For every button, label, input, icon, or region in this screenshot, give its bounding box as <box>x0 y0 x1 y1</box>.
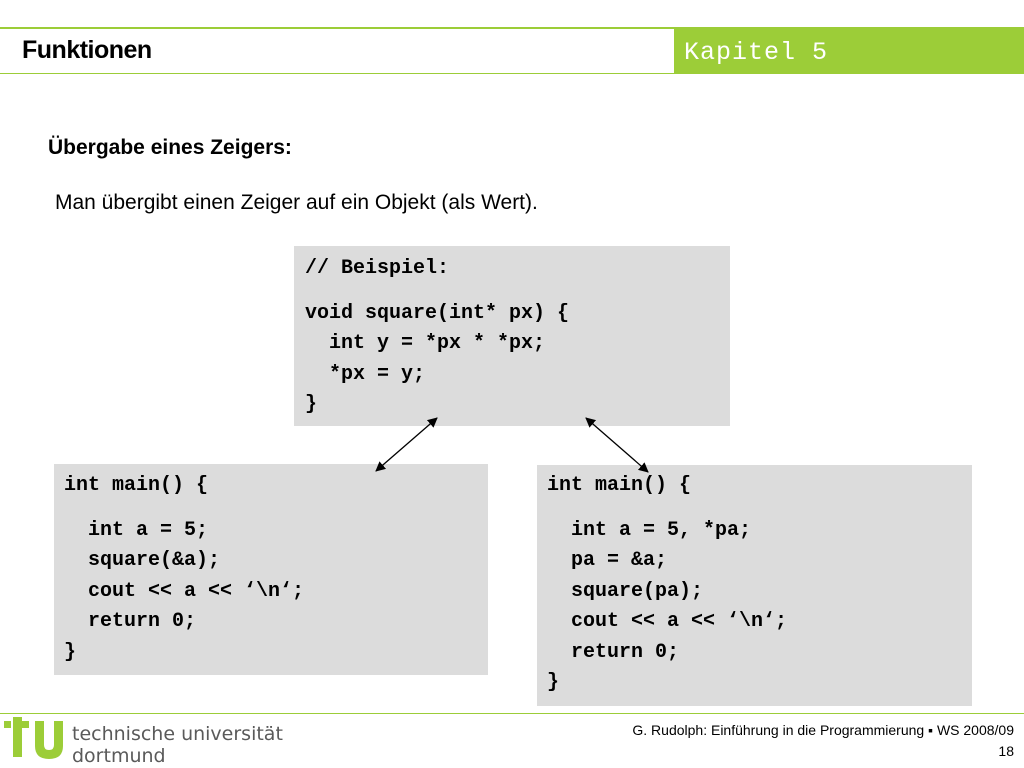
intro-text: Man übergibt einen Zeiger auf ein Objekt… <box>55 191 538 214</box>
code-line: int a = 5; <box>64 518 209 542</box>
code-line: } <box>547 671 560 694</box>
code-line: pa = &a; <box>547 549 668 572</box>
code-line: // Beispiel: <box>305 257 450 280</box>
section-heading: Übergabe eines Zeigers: <box>48 136 292 159</box>
arrow-left-icon <box>375 417 438 472</box>
logo-text-line2: dortmund <box>72 745 166 767</box>
tu-logo-icon <box>4 717 63 759</box>
code-line: } <box>305 393 318 416</box>
code-line: square(pa); <box>547 579 704 603</box>
code-line: int main() { <box>547 474 692 497</box>
code-line: int a = 5, *pa; <box>547 518 752 542</box>
arrow-right-icon <box>585 417 649 473</box>
code-line: *px = y; <box>305 362 426 386</box>
footer-credit: G. Rudolph: Einführung in die Programmie… <box>632 722 1014 738</box>
chapter-badge: Kapitel 5 <box>674 28 1024 74</box>
code-box-function: // Beispiel: void square(int* px) { int y… <box>294 246 730 426</box>
code-line: cout << a << ‘\n‘; <box>547 610 788 633</box>
logo-text-line1: technische universität <box>72 723 283 745</box>
code-line: int y = *px * *px; <box>305 332 546 355</box>
code-line: square(&a); <box>64 549 221 572</box>
footer-rule <box>0 713 1024 714</box>
code-line: cout << a << ‘\n‘; <box>64 579 305 603</box>
chapter-label: Kapitel 5 <box>684 38 829 67</box>
code-line: return 0; <box>547 640 680 664</box>
code-line: int main() { <box>64 474 209 497</box>
code-box-main-address: int main() { int a = 5; square(&a); cout… <box>54 464 488 675</box>
page-title: Funktionen <box>22 36 152 64</box>
code-line: return 0; <box>64 610 197 633</box>
page-number: 18 <box>998 743 1014 759</box>
code-box-main-pointer: int main() { int a = 5, *pa; pa = &a; sq… <box>537 465 972 706</box>
header-underline <box>0 73 674 74</box>
top-rule <box>0 27 1024 29</box>
code-line: } <box>64 640 77 664</box>
code-line: void square(int* px) { <box>305 301 570 325</box>
